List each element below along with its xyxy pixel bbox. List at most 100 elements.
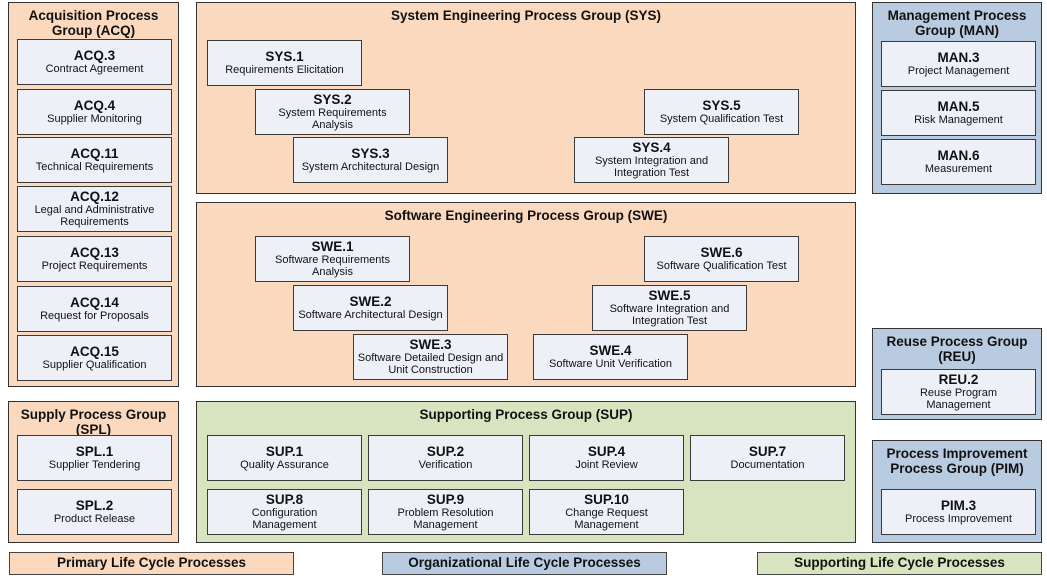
process-acq-3[interactable]: ACQ.3 Contract Agreement <box>17 39 172 85</box>
process-id: ACQ.12 <box>70 189 119 204</box>
process-name: Project Requirements <box>41 260 148 272</box>
process-name: Measurement <box>924 163 993 175</box>
process-sup-9[interactable]: SUP.9 Problem Resolution Management <box>368 489 523 535</box>
process-id: SPL.2 <box>75 498 114 513</box>
swe-group-title: Software Engineering Process Group (SWE) <box>384 208 668 223</box>
process-reu-2[interactable]: REU.2 Reuse Program Management <box>881 369 1036 415</box>
process-name: Change Request Management <box>565 507 648 531</box>
pim-group-title: Process Improvement Process Group (PIM) <box>886 446 1028 476</box>
pim-process-group: Process Improvement Process Group (PIM) … <box>872 440 1042 543</box>
sys-process-group: System Engineering Process Group (SYS) S… <box>196 2 856 194</box>
process-swe-6[interactable]: SWE.6 Software Qualification Test <box>644 236 799 282</box>
sup-process-group: Supporting Process Group (SUP) SUP.1 Qua… <box>196 401 856 543</box>
process-sup-2[interactable]: SUP.2 Verification <box>368 435 523 481</box>
process-sup-10[interactable]: SUP.10 Change Request Management <box>529 489 684 535</box>
process-id: SYS.3 <box>351 146 390 161</box>
process-name: Software Detailed Design and Unit Constr… <box>357 352 504 376</box>
process-pim-3[interactable]: PIM.3 Process Improvement <box>881 489 1036 535</box>
process-name: Verification <box>418 459 473 471</box>
process-id: SYS.5 <box>702 98 741 113</box>
process-name: Legal and Administrative Requirements <box>34 204 155 228</box>
process-id: ACQ.13 <box>70 245 119 260</box>
process-id: MAN.6 <box>937 148 980 163</box>
process-name: Software Qualification Test <box>656 260 787 272</box>
process-name: Technical Requirements <box>35 161 154 173</box>
process-sup-8[interactable]: SUP.8 Configuration Management <box>207 489 362 535</box>
process-id: MAN.5 <box>937 99 980 114</box>
process-name: Product Release <box>53 513 136 525</box>
process-acq-14[interactable]: ACQ.14 Request for Proposals <box>17 286 172 332</box>
process-sys-3[interactable]: SYS.3 System Architectural Design <box>293 137 448 183</box>
process-id: SUP.1 <box>265 444 304 459</box>
process-name: System Integration and Integration Test <box>594 155 709 179</box>
swe-process-group: Software Engineering Process Group (SWE)… <box>196 202 856 387</box>
process-acq-15[interactable]: ACQ.15 Supplier Qualification <box>17 335 172 381</box>
process-name: System Qualification Test <box>659 113 784 125</box>
process-sup-4[interactable]: SUP.4 Joint Review <box>529 435 684 481</box>
process-id: SUP.2 <box>426 444 465 459</box>
legend-supporting: Supporting Life Cycle Processes <box>757 552 1042 575</box>
process-swe-3[interactable]: SWE.3 Software Detailed Design and Unit … <box>353 334 508 380</box>
process-id: SWE.1 <box>311 239 354 254</box>
process-name: Software Requirements Analysis <box>275 254 390 278</box>
process-id: REU.2 <box>938 372 979 387</box>
process-man-3[interactable]: MAN.3 Project Management <box>881 41 1036 87</box>
process-name: Process Improvement <box>905 513 1012 525</box>
process-name: Reuse Program Management <box>919 387 998 411</box>
process-id: SUP.7 <box>748 444 787 459</box>
process-man-6[interactable]: MAN.6 Measurement <box>881 139 1036 185</box>
process-name: Software Integration and Integration Tes… <box>609 303 730 327</box>
process-name: Contract Agreement <box>45 63 144 75</box>
process-sys-5[interactable]: SYS.5 System Qualification Test <box>644 89 799 135</box>
process-id: SWE.4 <box>589 343 632 358</box>
process-id: SUP.4 <box>587 444 626 459</box>
process-name: Configuration Management <box>251 507 318 531</box>
man-group-title: Management Process Group (MAN) <box>887 8 1027 38</box>
process-id: SUP.10 <box>584 492 629 507</box>
process-sup-1[interactable]: SUP.1 Quality Assurance <box>207 435 362 481</box>
process-name: Request for Proposals <box>40 310 149 322</box>
process-acq-12[interactable]: ACQ.12 Legal and Administrative Requirem… <box>17 186 172 232</box>
spl-group-title: Supply Process Group (SPL) <box>20 407 167 437</box>
process-name: Supplier Monitoring <box>47 113 142 125</box>
process-id: SWE.5 <box>648 288 691 303</box>
process-name: Quality Assurance <box>240 459 329 471</box>
process-acq-11[interactable]: ACQ.11 Technical Requirements <box>17 137 172 183</box>
process-name: Documentation <box>730 459 805 471</box>
process-name: System Requirements Analysis <box>278 107 387 131</box>
process-id: SPL.1 <box>75 444 114 459</box>
process-sys-4[interactable]: SYS.4 System Integration and Integration… <box>574 137 729 183</box>
spl-process-group: Supply Process Group (SPL) SPL.1 Supplie… <box>8 401 179 543</box>
reu-group-title: Reuse Process Group (REU) <box>886 334 1028 364</box>
process-name: Software Architectural Design <box>298 309 443 321</box>
process-swe-2[interactable]: SWE.2 Software Architectural Design <box>293 285 448 331</box>
process-id: SWE.3 <box>409 337 452 352</box>
process-swe-5[interactable]: SWE.5 Software Integration and Integrati… <box>592 285 747 331</box>
process-name: Requirements Elicitation <box>225 64 344 76</box>
process-id: ACQ.15 <box>70 344 119 359</box>
process-sys-2[interactable]: SYS.2 System Requirements Analysis <box>255 89 410 135</box>
process-acq-13[interactable]: ACQ.13 Project Requirements <box>17 236 172 282</box>
process-spl-2[interactable]: SPL.2 Product Release <box>17 489 172 535</box>
process-swe-4[interactable]: SWE.4 Software Unit Verification <box>533 334 688 380</box>
process-name: Project Management <box>907 65 1010 77</box>
process-name: Problem Resolution Management <box>397 507 494 531</box>
process-acq-4[interactable]: ACQ.4 Supplier Monitoring <box>17 89 172 135</box>
process-id: MAN.3 <box>937 50 980 65</box>
process-id: SUP.8 <box>265 492 304 507</box>
process-man-5[interactable]: MAN.5 Risk Management <box>881 90 1036 136</box>
process-id: PIM.3 <box>940 498 977 513</box>
process-swe-1[interactable]: SWE.1 Software Requirements Analysis <box>255 236 410 282</box>
process-name: System Architectural Design <box>301 161 440 173</box>
acq-group-title: Acquisition Process Group (ACQ) <box>28 8 159 38</box>
process-sup-7[interactable]: SUP.7 Documentation <box>690 435 845 481</box>
sup-group-title: Supporting Process Group (SUP) <box>419 407 633 422</box>
process-id: SYS.4 <box>632 140 671 155</box>
process-id: ACQ.3 <box>73 48 116 63</box>
man-process-group: Management Process Group (MAN) MAN.3 Pro… <box>872 2 1042 194</box>
process-id: ACQ.4 <box>73 98 116 113</box>
process-sys-1[interactable]: SYS.1 Requirements Elicitation <box>207 40 362 86</box>
process-spl-1[interactable]: SPL.1 Supplier Tendering <box>17 435 172 481</box>
process-name: Supplier Tendering <box>48 459 141 471</box>
acq-process-group: Acquisition Process Group (ACQ) ACQ.3 Co… <box>8 2 179 387</box>
